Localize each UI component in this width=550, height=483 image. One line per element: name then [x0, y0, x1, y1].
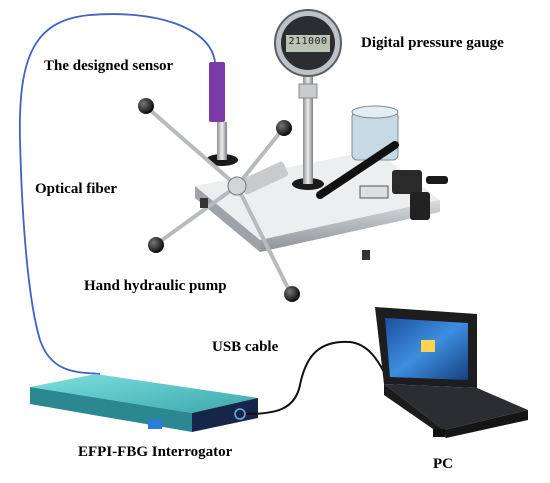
- optical-fiber: [18, 13, 216, 375]
- label-designed-sensor: The designed sensor: [44, 58, 174, 74]
- digital-pressure-gauge: [274, 9, 342, 152]
- label-pc: PC: [433, 456, 453, 472]
- label-efpi-fbg-interrogator: EFPI-FBG Interrogator: [78, 444, 233, 460]
- label-usb-cable: USB cable: [212, 339, 279, 355]
- windows-logo-icon: [421, 340, 435, 352]
- designed-sensor: [209, 62, 225, 122]
- pc-laptop: [375, 307, 528, 438]
- interrogator-port-icon: [234, 408, 246, 420]
- gauge-display-reading: 211000: [288, 36, 328, 47]
- interrogator-indicator-icon: [148, 419, 162, 429]
- label-optical-fiber: Optical fiber: [35, 181, 118, 197]
- hand-hydraulic-pump: [138, 98, 448, 302]
- usb-cable: [245, 340, 387, 415]
- label-hand-hydraulic-pump: Hand hydraulic pump: [84, 278, 227, 294]
- label-digital-pressure-gauge: Digital pressure gauge: [361, 35, 504, 51]
- efpi-fbg-interrogator: [30, 374, 258, 432]
